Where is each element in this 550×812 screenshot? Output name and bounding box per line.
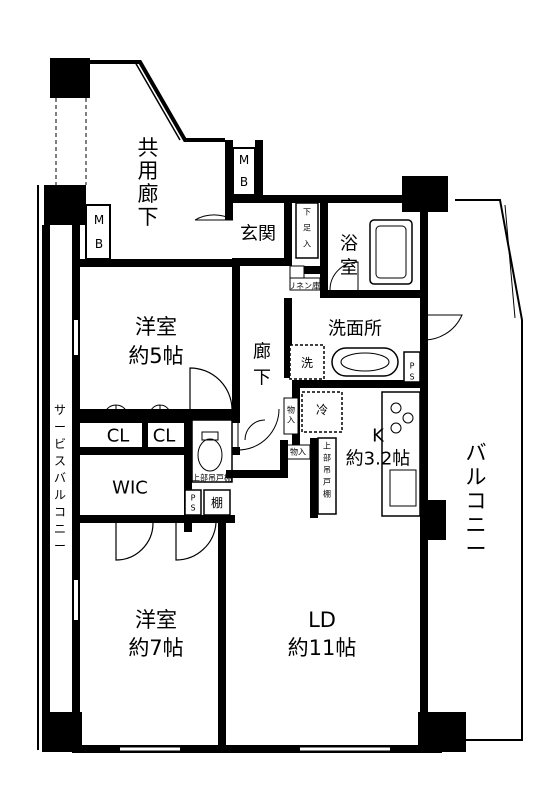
closet2-label: CL	[153, 426, 176, 447]
svg-text:バ: バ	[466, 441, 487, 465]
storage-label: 物入	[290, 447, 306, 457]
upper-cabinet-small: 上部吊戸棚	[192, 473, 232, 483]
svg-text:M: M	[239, 153, 249, 167]
svg-text:室: 室	[340, 258, 358, 279]
svg-text:廊: 廊	[138, 182, 159, 206]
corridor-label: 共	[138, 136, 159, 160]
svg-text:足: 足	[303, 224, 311, 233]
svg-text:バ: バ	[54, 471, 66, 485]
svg-text:下: 下	[253, 368, 271, 389]
labels: 共 用 廊 下 M B M B 玄関 下 足 入 浴 室 リネン庫 洗面所 洗 …	[54, 136, 487, 660]
svg-text:サ: サ	[54, 403, 66, 417]
svg-text:入: 入	[287, 416, 295, 425]
svg-text:下: 下	[138, 205, 159, 229]
svg-text:戸: 戸	[323, 478, 331, 487]
western2-name: 洋室	[135, 608, 177, 632]
closet1-label: CL	[107, 426, 130, 447]
svg-text:M: M	[94, 213, 104, 227]
corridor-char: 共	[138, 136, 159, 160]
svg-text:物: 物	[287, 405, 295, 415]
svg-text:ー: ー	[466, 537, 487, 561]
kitchen-size: 約3.2帖	[346, 449, 411, 470]
svg-text:P: P	[410, 362, 415, 371]
svg-text:ー: ー	[54, 420, 66, 434]
fridge-label: 冷	[316, 403, 328, 417]
svg-text:ル: ル	[54, 488, 66, 502]
svg-text:棚: 棚	[323, 489, 331, 499]
pillar	[50, 58, 90, 98]
svg-text:下: 下	[303, 208, 311, 217]
washroom-label: 洗面所	[328, 319, 382, 340]
svg-text:B: B	[240, 175, 248, 189]
entrance-label: 玄関	[240, 224, 276, 245]
svg-text:ビ: ビ	[54, 437, 66, 451]
laundry-label: 洗	[301, 356, 313, 370]
ld-name: LD	[308, 608, 336, 632]
svg-text:S: S	[409, 373, 414, 382]
linen-label: リネン庫	[288, 281, 320, 291]
svg-text:S: S	[190, 504, 195, 513]
svg-text:ニ: ニ	[54, 522, 66, 536]
western1-name: 洋室	[135, 315, 177, 339]
svg-text:用: 用	[138, 159, 159, 183]
western1-size: 約5帖	[128, 344, 183, 368]
shelf-label: 棚	[211, 495, 223, 510]
svg-text:コ: コ	[54, 505, 66, 519]
ld-size: 約11帖	[288, 636, 357, 660]
svg-text:吊: 吊	[323, 466, 331, 475]
kitchen-name: K	[372, 426, 385, 447]
pillar	[44, 185, 86, 225]
svg-text:ニ: ニ	[466, 513, 487, 537]
svg-text:ル: ル	[466, 465, 487, 489]
svg-text:B: B	[95, 237, 103, 251]
svg-text:上: 上	[323, 442, 331, 451]
svg-text:ス: ス	[54, 454, 66, 468]
svg-text:コ: コ	[466, 489, 487, 513]
western2-size: 約7帖	[128, 636, 183, 660]
svg-text:P: P	[191, 494, 196, 503]
svg-text:浴: 浴	[340, 234, 358, 255]
wic-label: WIC	[112, 478, 148, 499]
svg-text:部: 部	[323, 453, 331, 463]
svg-text:入: 入	[303, 240, 311, 249]
svg-text:廊: 廊	[253, 342, 271, 363]
svg-text:ー: ー	[54, 539, 66, 553]
